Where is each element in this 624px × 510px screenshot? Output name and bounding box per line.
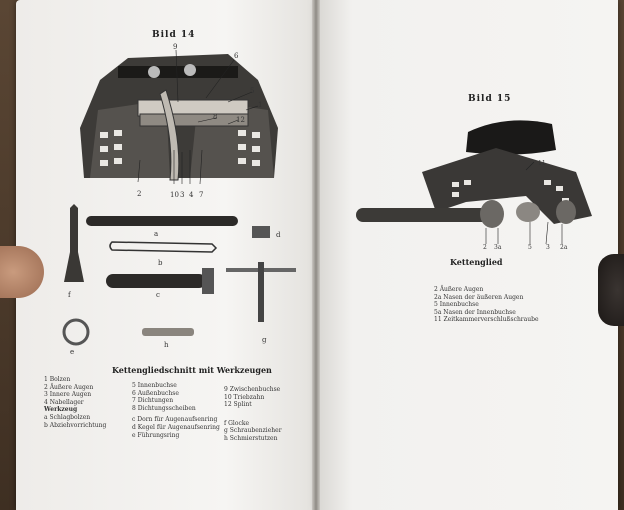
legend-item: 2 Äußere Augen — [44, 383, 94, 391]
right-thumb — [598, 254, 624, 326]
legend-col-3: 9 Zwischenbuchse 10 Triebzahn 12 Splint … — [224, 386, 282, 443]
legend-item: 1 Bolzen — [44, 376, 71, 383]
legend-item: 5 Innenbuchse — [434, 301, 479, 309]
tool-label-a: a — [154, 230, 159, 238]
legend-item: 5 Innenbuchse — [132, 382, 177, 389]
callout-r-5: 5 — [528, 244, 532, 251]
tool-label-h: h — [164, 341, 169, 349]
callout-r-2: 2 — [483, 244, 487, 251]
right-legend: 2 Äußere Augen 2a Nasen der äußeren Auge… — [434, 286, 539, 324]
callout-10: 10 — [170, 191, 179, 199]
legend-item: a Schlagbolzen — [44, 413, 91, 421]
legend-item: h Schmierstutzen — [224, 434, 278, 442]
callout-1: 1 — [258, 101, 263, 109]
legend-item: d Kegel für Augenaufsenring — [132, 423, 220, 431]
tool-label-c: c — [156, 291, 160, 299]
legend-item: 2a Nasen der äußeren Augen — [434, 293, 524, 301]
right-page — [316, 0, 618, 510]
callout-12: 12 — [236, 116, 245, 124]
werkzeug-heading: Werkzeug — [44, 406, 78, 414]
legend-item: 7 Dichtungen — [132, 397, 174, 405]
tool-label-d: d — [276, 231, 281, 239]
legend-item: 5a Nasen der Innenbuchse — [434, 308, 516, 316]
tool-label-f: f — [68, 291, 71, 299]
right-caption: Kettenglied — [450, 257, 503, 267]
legend-item: 6 Außenbuchse — [132, 389, 179, 397]
legend-item: 11 Zeitkammerverschlußschraube — [434, 316, 539, 324]
legend-item: 8 Dichtungsscheiben — [132, 404, 196, 412]
tool-label-g: g — [262, 336, 267, 344]
book-gutter — [312, 0, 320, 510]
legend-item: 9 Zwischenbuchse — [224, 386, 281, 393]
legend-item: 10 Triebzahn — [224, 393, 265, 401]
callout-2: 2 — [137, 190, 142, 198]
callout-6: 6 — [234, 52, 239, 60]
legend-item: 4 Nabellager — [44, 398, 84, 406]
tool-label-b: b — [158, 259, 163, 267]
legend-item: b Abziehvorrichtung — [44, 421, 107, 429]
chain-link-photo — [356, 120, 592, 245]
figure-title-14: Bild 14 — [152, 30, 196, 40]
legend-col-1: 1 Bolzen 2 Äußere Augen 3 Innere Augen 4… — [44, 376, 106, 429]
legend-item: 12 Splint — [224, 401, 252, 409]
callout-8: 8 — [213, 113, 218, 121]
tools-drawing — [62, 204, 296, 346]
legend-item: 3 Innere Augen — [44, 391, 92, 399]
legend-item: g Schraubenzieher — [224, 427, 282, 435]
legend-item: e Führungsring — [132, 431, 180, 439]
callout-3: 3 — [180, 191, 185, 199]
callout-r-3: 3 — [546, 244, 550, 251]
legend-item: f Glocke — [224, 419, 249, 427]
legend-col-2: 5 Innenbuchse 6 Außenbuchse 7 Dichtungen… — [132, 382, 220, 439]
callout-r-2a: 2a — [560, 244, 568, 251]
left-caption: Kettengliedschnitt mit Werkzeugen — [112, 365, 272, 375]
left-thumb — [0, 246, 44, 298]
callout-r-11: 11 — [538, 160, 546, 167]
figure-title-15: Bild 15 — [468, 94, 512, 104]
legend-item: 2 Äußere Augen — [434, 286, 484, 293]
legend-item: c Dorn für Augenaufsenring — [132, 416, 218, 424]
callout-7: 7 — [199, 191, 204, 199]
chain-link-section-drawing — [80, 49, 278, 185]
callout-4: 4 — [189, 191, 194, 199]
callout-5: 5 — [250, 87, 255, 95]
callout-r-3a: 3a — [494, 244, 502, 251]
tool-label-e: e — [70, 348, 75, 356]
callout-9: 9 — [173, 43, 178, 51]
